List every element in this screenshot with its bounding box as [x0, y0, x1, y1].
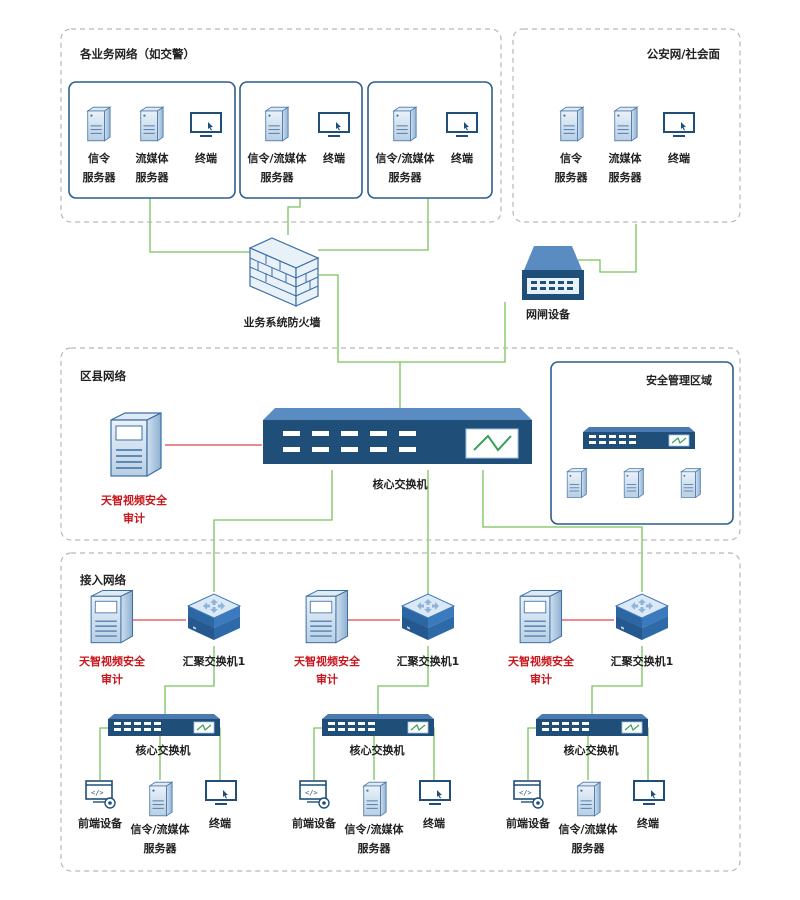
terminal-icon [663, 112, 695, 137]
frontend-device-label: 前端设备 [78, 816, 123, 830]
server-icon [265, 106, 289, 142]
audit-label-line1: 天智视频安全 [79, 654, 146, 668]
streaming-server-icon [614, 106, 638, 142]
server-label-line2: 服务器 [555, 170, 589, 184]
district-network-zone [60, 347, 741, 541]
server-label-line2: 服务器 [609, 170, 643, 184]
audit-server-icon [90, 589, 134, 644]
audit-label-line1: 天智视频安全 [294, 654, 361, 668]
core-switch-label: 核心交换机 [373, 477, 428, 491]
gateway-label: 网闸设备 [526, 307, 571, 321]
server-label-line1: 信令 [88, 151, 111, 165]
business-network-label: 各业务网络（如交警） [79, 47, 195, 61]
core-switch-icon [322, 714, 434, 736]
terminal-icon [446, 112, 478, 137]
audit-label-line2: 审计 [101, 672, 123, 686]
terminal-label: 终端 [209, 816, 231, 830]
access-network-zone [60, 552, 741, 872]
frontend-device-label: 前端设备 [506, 816, 551, 830]
terminal-label: 终端 [451, 151, 473, 165]
core-switch-icon [108, 714, 220, 736]
frontend-device-icon [513, 780, 544, 809]
audit-label-line1: 天智视频安全 [101, 493, 168, 507]
access-network-label: 接入网络 [80, 573, 126, 587]
server-label-line1: 信令/流媒体 [247, 151, 307, 165]
server-icon [577, 781, 601, 817]
server-label-line1: 信令 [560, 151, 583, 165]
access-unit-3: 天智视频安全 审计 汇聚交换机1 核心交换机 前端设备 信令/流媒体 服务器 终… [506, 589, 674, 855]
terminal-icon [318, 112, 350, 137]
frontend-device-icon [299, 780, 330, 809]
business-group-3 [367, 81, 493, 199]
server-label-line1: 流媒体 [136, 151, 170, 165]
server-label-line2: 服务器 [572, 841, 606, 855]
frontend-device-label: 前端设备 [292, 816, 337, 830]
firewall-label: 业务系统防火墙 [244, 315, 321, 329]
server-label-line1: 信令/流媒体 [344, 822, 404, 836]
core-switch-label: 核心交换机 [350, 743, 405, 757]
terminal-label: 终端 [637, 816, 659, 830]
audit-server-icon [305, 589, 349, 644]
signaling-server-icon [560, 106, 584, 142]
public-network-zone [512, 28, 741, 223]
aggregation-switch-label: 汇聚交换机1 [611, 654, 674, 668]
terminal-icon [205, 780, 237, 805]
core-switch-label: 核心交换机 [564, 743, 619, 757]
frontend-device-icon [85, 780, 116, 809]
aggregation-switch-icon [187, 593, 241, 641]
aggregation-switch-icon [615, 593, 669, 641]
aggregation-switch-label: 汇聚交换机1 [397, 654, 460, 668]
terminal-label: 终端 [668, 151, 690, 165]
audit-label-line2: 审计 [316, 672, 338, 686]
server-label-line2: 服务器 [136, 170, 170, 184]
server-icon [393, 106, 417, 142]
security-area-label: 安全管理区域 [646, 373, 712, 387]
streaming-server-icon [140, 106, 164, 142]
signaling-server-icon [87, 106, 111, 142]
server-label-line2: 服务器 [144, 841, 178, 855]
terminal-icon [633, 780, 665, 805]
terminal-label: 终端 [195, 151, 217, 165]
server-icon [566, 468, 587, 498]
server-label-line1: 信令/流媒体 [558, 822, 618, 836]
audit-label-line2: 审计 [123, 511, 145, 525]
access-unit-1: 天智视频安全 审计 汇聚交换机1 核心交换机 前端设备 信令/流媒体 服务器 终… [78, 589, 246, 855]
core-switch-icon [263, 408, 532, 464]
district-network-label: 区县网络 [80, 369, 126, 383]
server-label-line2: 服务器 [83, 170, 117, 184]
core-switch-icon [536, 714, 648, 736]
business-group-2 [239, 81, 363, 199]
terminal-label: 终端 [423, 816, 445, 830]
server-label-line1: 信令/流媒体 [130, 822, 190, 836]
audit-server-icon [519, 589, 563, 644]
server-icon [149, 781, 173, 817]
server-icon [363, 781, 387, 817]
core-switch-label: 核心交换机 [136, 743, 191, 757]
access-unit-2: 天智视频安全 审计 汇聚交换机1 核心交换机 前端设备 信令/流媒体 服务器 终… [292, 589, 460, 855]
audit-label-line1: 天智视频安全 [508, 654, 575, 668]
aggregation-switch-icon [401, 593, 455, 641]
security-switch-icon [583, 427, 695, 449]
server-label-line2: 服务器 [389, 170, 423, 184]
aggregation-switch-label: 汇聚交换机1 [183, 654, 246, 668]
public-network-label: 公安网/社会面 [647, 47, 721, 61]
server-icon [680, 468, 701, 498]
server-label-line1: 信令/流媒体 [375, 151, 435, 165]
server-label-line2: 服务器 [358, 841, 392, 855]
terminal-icon [190, 112, 222, 137]
terminal-label: 终端 [323, 151, 345, 165]
business-network-zone [60, 28, 502, 223]
server-icon [623, 468, 644, 498]
audit-label-line2: 审计 [530, 672, 552, 686]
server-label-line2: 服务器 [261, 170, 295, 184]
audit-server-icon [110, 412, 162, 477]
terminal-icon [419, 780, 451, 805]
server-label-line1: 流媒体 [609, 151, 643, 165]
gateway-device-icon [522, 246, 584, 300]
firewall-icon [248, 237, 320, 307]
